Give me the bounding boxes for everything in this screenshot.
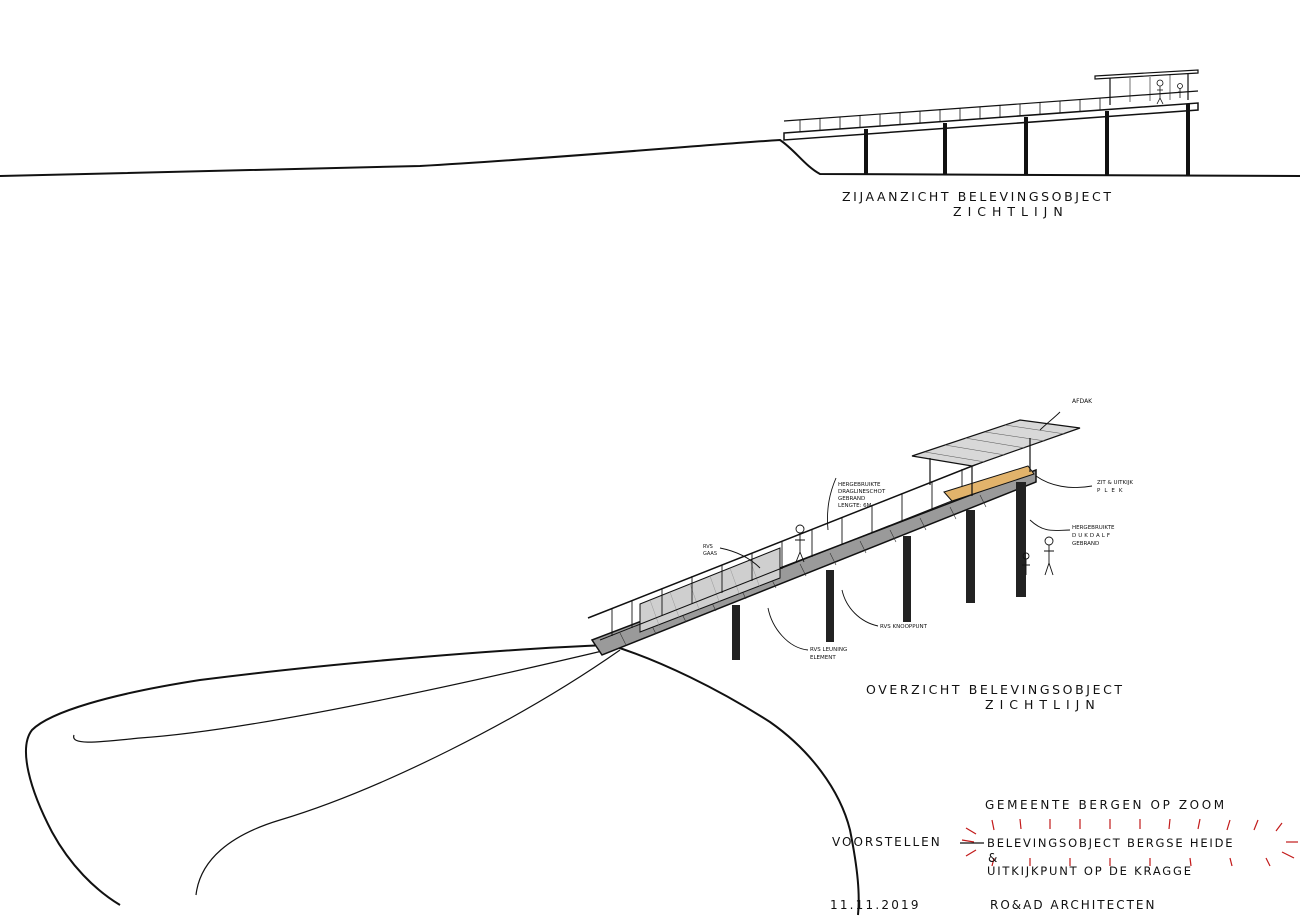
project-title-line1: BELEVINGSOBJECT BERGSE HEIDE: [987, 836, 1234, 850]
overview-leader-lines: [719, 411, 1093, 651]
side-view-ground-line: [0, 138, 1300, 177]
overview-platform-wood: [943, 465, 1035, 502]
label-reused-dukdalf-line: GEBRAND: [1072, 541, 1099, 547]
highlight-dashes: [961, 818, 1298, 867]
label-reused-dragline-line: LENGTE: 6M: [838, 503, 872, 509]
label-reused-dragline-line: HERGEBRUIKTE: [838, 482, 881, 488]
label-seat-view-line: PLEK: [1097, 488, 1126, 494]
overview-title-line2: ZICHTLIJN: [985, 697, 1101, 712]
label-rvs-gaas-line: RVS: [703, 544, 713, 550]
overview-ground-mound: [25, 644, 611, 906]
title-block: GEMEENTE BERGEN OP ZOOM: [830, 798, 1298, 912]
label-rvs-leuning: RVS LEUNING ELEMENT: [810, 647, 849, 661]
label-seat-view: ZIT & UITKIJK PLEK: [1097, 480, 1135, 494]
side-view-roof: [1094, 69, 1199, 105]
label-reused-dragline-line: GEBRAND: [838, 496, 865, 502]
overview-roof-columns: [929, 438, 1031, 496]
overview-mesh-panel: [639, 547, 781, 633]
side-view-posts: [864, 104, 1190, 175]
side-view-balusters: [799, 98, 1101, 132]
overview-balusters: [611, 469, 963, 636]
label-reused-dukdalf: HERGEBRUIKTE DUKDALF GEBRAND: [1072, 525, 1116, 547]
label-rvs-gaas-line: GAAS: [703, 551, 717, 557]
label-rvs-gaas: RVS GAAS: [703, 544, 717, 557]
label-reused-dukdalf-line: HERGEBRUIKTE: [1072, 525, 1115, 531]
label-rvs-knoopunt: RVS KNOOPPUNT: [880, 624, 928, 630]
side-view-people: [1156, 79, 1183, 105]
overview-ground-right: [609, 644, 860, 916]
overview-people: [795, 524, 1054, 576]
side-view-deck: [783, 102, 1199, 141]
client-name: GEMEENTE BERGEN OP ZOOM: [985, 798, 1227, 812]
overview-posts: [732, 482, 1026, 660]
overview-sightline-outer: [73, 647, 616, 743]
side-view-handrail: [783, 90, 1199, 122]
overview-handrail-left: [587, 454, 1001, 619]
overview-title-line1: OVERZICHT BELEVINGSOBJECT: [866, 682, 1125, 697]
side-view: ZIJAANZICHT BELEVINGSOBJECT ZICHTLIJN: [0, 69, 1300, 219]
drawing-date: 11.11.2019: [830, 898, 921, 912]
label-rvs-leuning-line: ELEMENT: [810, 655, 836, 661]
architect-office: RO&AD ARCHITECTEN: [990, 898, 1156, 912]
overview: AFDAK HERGEBRUIKTE DRAGLINESCHOT GEBRAND…: [25, 398, 1135, 916]
label-reused-dragline: HERGEBRUIKTE DRAGLINESCHOT GEBRAND LENGT…: [838, 482, 887, 509]
overview-deck-planks: [619, 494, 987, 646]
side-view-title-line2: ZICHTLIJN: [953, 204, 1069, 219]
overview-roof-lines: [924, 424, 1066, 463]
side-view-title-line1: ZIJAANZICHT BELEVINGSOBJECT: [842, 189, 1114, 204]
label-seat-view-line: ZIT & UITKIJK: [1097, 480, 1133, 486]
label-roof: AFDAK: [1072, 398, 1093, 405]
label-reused-dukdalf-line: DUKDALF: [1072, 533, 1112, 539]
label-reused-dragline-line: DRAGLINESCHOT: [838, 489, 886, 495]
label-rvs-leuning-line: RVS LEUNING: [810, 647, 847, 653]
project-title-line2: UITKIJKPUNT OP DE KRAGGE: [987, 864, 1193, 878]
proposals-label: VOORSTELLEN: [832, 835, 942, 849]
project-ampersand: &: [988, 851, 997, 865]
overview-sightline-inner: [195, 649, 621, 896]
